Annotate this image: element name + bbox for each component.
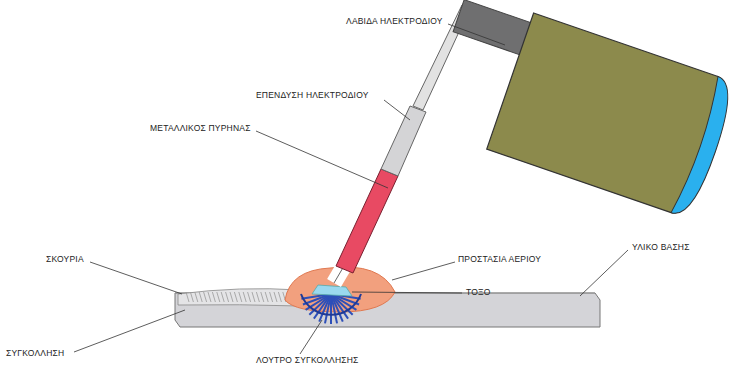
- electrode-coating: [381, 106, 426, 176]
- part-label: ΛΟΥΤΡΟ ΣΥΓΚΟΛΛΗΣΗΣ: [256, 356, 359, 365]
- part-label: ΣΚΟΥΡΙΑ: [46, 255, 84, 264]
- arc-cone: [312, 285, 352, 296]
- part-label: ΤΟΞΟ: [466, 288, 491, 297]
- part-label: ΣΥΓΚΟΛΛΗΣΗ: [6, 349, 64, 358]
- part-label: ΜΕΤΑΛΛΙΚΟΣ ΠΥΡΗΝΑΣ: [150, 124, 251, 133]
- part-label: ΥΛΙΚΟ ΒΑΣΗΣ: [632, 243, 690, 252]
- part-label: ΕΠΕΝΔΥΣΗ ΗΛΕΚΤΡΟΔΙΟΥ: [256, 91, 369, 100]
- part-label: ΠΡΟΣΤΑΣΙΑ ΑΕΡΙΟΥ: [458, 255, 541, 264]
- part-label: ΛΑΒΙΔΑ ΗΛΕΚΤΡΟΔΙΟΥ: [346, 17, 443, 26]
- electrode-holder: [421, 0, 739, 220]
- leader-lines: [74, 24, 628, 354]
- weld-bead: [178, 289, 300, 306]
- metal-core: [336, 169, 398, 273]
